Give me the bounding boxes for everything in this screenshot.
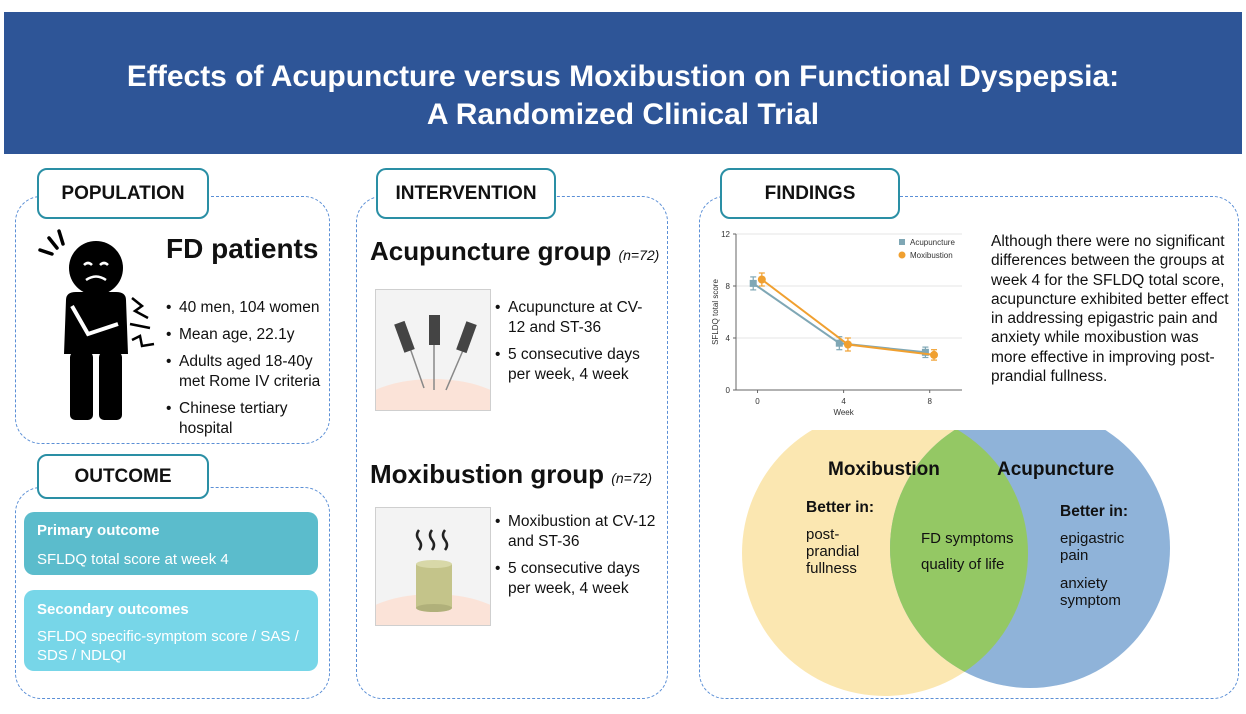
data-point xyxy=(835,339,843,347)
acupuncture-group-title: Acupuncture group (n=72) xyxy=(370,236,659,267)
secondary-outcome-text: SFLDQ specific-symptom score / SAS / SDS… xyxy=(37,628,299,664)
data-point xyxy=(843,340,852,349)
moxibustion-group-n: (n=72) xyxy=(611,470,653,486)
title-line-2: A Randomized Clinical Trial xyxy=(426,98,820,131)
secondary-outcome-title: Secondary outcomes xyxy=(37,601,189,618)
venn-center-item: quality of life xyxy=(921,556,1005,573)
legend-label: Moxibustion xyxy=(910,251,953,260)
population-bullets: 40 men, 104 women Mean age, 22.1y Adults… xyxy=(166,298,326,446)
moxibustion-group-label: Moxibustion group xyxy=(370,459,604,489)
title-line-1: Effects of Acupuncture versus Moxibustio… xyxy=(126,60,1120,93)
acupuncture-group-label: Acupuncture group xyxy=(370,236,612,266)
data-point xyxy=(757,275,766,284)
secondary-outcome-box: Secondary outcomes SFLDQ specific-sympto… xyxy=(24,590,318,671)
intervention-tag: INTERVENTION xyxy=(376,168,556,219)
population-bullet: Adults aged 18-40y met Rome IV criteria xyxy=(166,352,326,392)
acupuncture-bullet: 5 consecutive days per week, 4 week xyxy=(495,345,657,385)
acupuncture-bullets: Acupuncture at CV-12 and ST-36 5 consecu… xyxy=(495,298,657,392)
venn-right-title: Acupuncture xyxy=(997,459,1115,480)
y-axis-label: SFLDQ total score xyxy=(711,279,720,345)
acupuncture-needles-illustration xyxy=(375,289,491,411)
y-tick-label: 0 xyxy=(726,386,731,395)
y-tick-label: 8 xyxy=(726,282,731,291)
findings-summary: Although there were no significant diffe… xyxy=(991,233,1229,386)
population-heading: FD patients xyxy=(166,233,319,264)
data-point xyxy=(921,348,929,356)
acupuncture-bullet: Acupuncture at CV-12 and ST-36 xyxy=(495,298,657,338)
findings-tag: FINDINGS xyxy=(720,168,900,219)
x-tick-label: 4 xyxy=(841,397,846,406)
population-bullet: 40 men, 104 women xyxy=(166,298,326,318)
moxibustion-bullets: Moxibustion at CV-12 and ST-36 5 consecu… xyxy=(495,512,657,606)
title-banner: Effects of Acupuncture versus Moxibustio… xyxy=(4,12,1242,154)
legend-marker xyxy=(898,251,906,259)
population-bullet: Mean age, 22.1y xyxy=(166,325,326,345)
x-tick-label: 0 xyxy=(755,397,760,406)
patient-stomachache-icon xyxy=(38,229,155,420)
x-tick-label: 8 xyxy=(927,397,932,406)
data-point xyxy=(749,279,757,287)
moxibustion-illustration xyxy=(375,507,491,626)
legend-label: Acupuncture xyxy=(910,238,955,247)
venn-overlap xyxy=(890,430,1028,688)
primary-outcome-box: Primary outcome SFLDQ total score at wee… xyxy=(24,512,318,575)
x-axis-label: Week xyxy=(833,408,854,417)
venn-left-better: Better in: xyxy=(806,499,875,516)
y-tick-label: 4 xyxy=(726,334,731,343)
primary-outcome-title: Primary outcome xyxy=(37,522,160,539)
venn-right-item: epigastric pain xyxy=(1060,530,1125,564)
outcome-tag: OUTCOME xyxy=(37,454,209,499)
venn-diagram xyxy=(742,430,1170,696)
legend-marker xyxy=(899,239,905,245)
venn-left-title: Moxibustion xyxy=(828,459,940,480)
population-tag: POPULATION xyxy=(37,168,209,219)
moxibustion-bullet: 5 consecutive days per week, 4 week xyxy=(495,559,657,599)
population-bullet: Chinese tertiary hospital xyxy=(166,399,326,439)
data-point xyxy=(930,350,939,359)
moxibustion-bullet: Moxibustion at CV-12 and ST-36 xyxy=(495,512,657,552)
venn-center-item: FD symptoms xyxy=(921,530,1014,547)
primary-outcome-text: SFLDQ total score at week 4 xyxy=(37,551,229,568)
acupuncture-group-n: (n=72) xyxy=(618,247,660,263)
venn-right-item: anxiety symptom xyxy=(1060,575,1121,609)
y-tick-label: 12 xyxy=(721,230,730,239)
venn-left-items: post-prandial fullness xyxy=(806,526,860,577)
moxibustion-group-title: Moxibustion group (n=72) xyxy=(370,459,652,490)
venn-right-better: Better in: xyxy=(1060,503,1129,520)
